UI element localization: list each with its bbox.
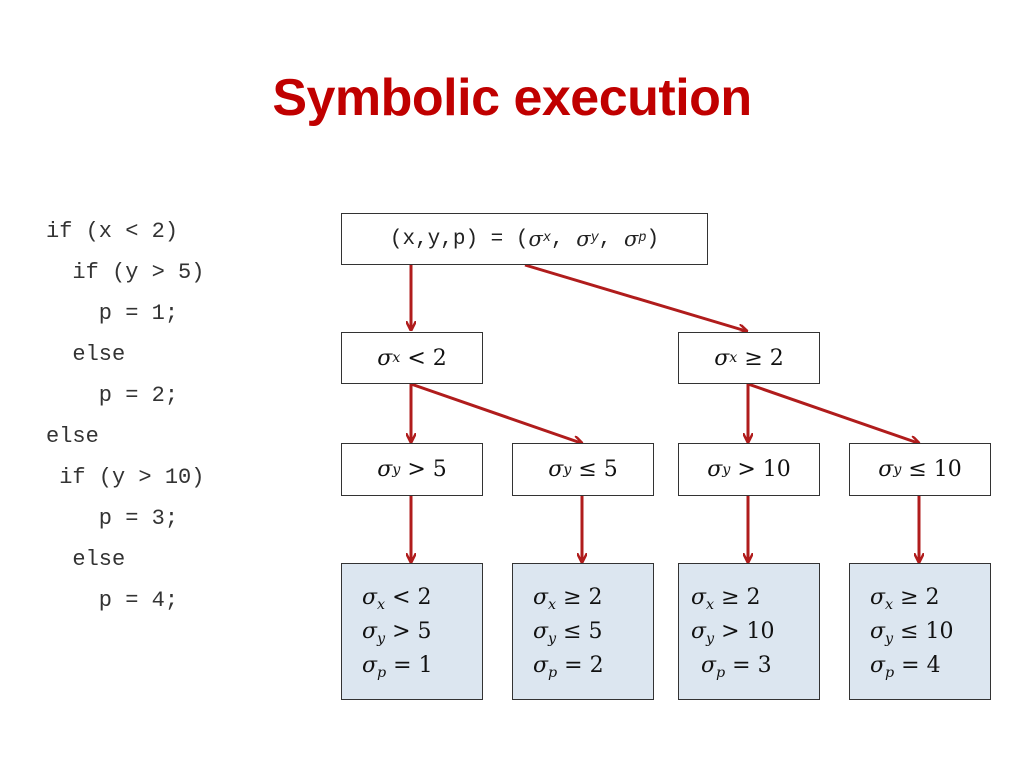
sigma-symbol: σ xyxy=(362,618,378,644)
condition-text: ≥ 2 xyxy=(714,584,761,610)
subscript: x xyxy=(377,596,386,613)
root-prefix: (x,y,p) = ( xyxy=(389,227,529,251)
subscript: x xyxy=(885,596,894,613)
condition-text: ≤ 5 xyxy=(571,457,618,482)
arrow-r1-to-l2d xyxy=(747,382,918,443)
leaf-line: σx ≥ 2 xyxy=(870,581,940,615)
leaf-path-condition-4: σx ≥ 2 σy ≤ 10 σp = 4 xyxy=(849,563,991,700)
sigma-symbol: σ xyxy=(533,652,549,678)
leaf-path-condition-3: σx ≥ 2 σy > 10 σp = 3 xyxy=(678,563,820,700)
sigma-symbol: σ xyxy=(691,618,707,644)
sigma-symbol: σ xyxy=(533,584,549,610)
leaf-line: σx ≥ 2 xyxy=(533,581,603,615)
condition-text: ≥ 2 xyxy=(556,584,603,610)
code-line: else xyxy=(46,342,126,367)
leaf-line: σp = 1 xyxy=(362,649,433,683)
subscript: p xyxy=(377,664,387,681)
code-line: if (y > 10) xyxy=(46,465,205,490)
code-line: p = 4; xyxy=(46,588,179,613)
leaf-line: σp = 3 xyxy=(691,649,772,683)
code-line: if (x < 2) xyxy=(46,219,179,244)
condition-text: = 1 xyxy=(386,652,433,678)
slide-title: Symbolic execution xyxy=(272,69,752,127)
code-line: else xyxy=(46,547,126,572)
code-line: p = 3; xyxy=(46,506,179,531)
code-line: else xyxy=(46,424,99,449)
leaf-line: σx < 2 xyxy=(362,581,432,615)
subscript: p xyxy=(716,664,726,681)
sigma-symbol: σ xyxy=(362,652,378,678)
subscript: y xyxy=(885,630,894,647)
code-line: p = 2; xyxy=(46,383,179,408)
separator: , xyxy=(551,227,577,251)
sigma-symbol: σ xyxy=(878,457,894,482)
sigma-symbol: σ xyxy=(533,618,549,644)
sigma-symbol: σ xyxy=(623,227,639,251)
subscript: y xyxy=(706,630,715,647)
leaf-line: σy > 5 xyxy=(362,615,432,649)
root-suffix: ) xyxy=(646,227,660,251)
leaf-line: σy ≤ 10 xyxy=(870,615,954,649)
leaf-line: σy > 10 xyxy=(691,615,775,649)
arrow-root-to-right xyxy=(524,263,746,331)
sigma-symbol: σ xyxy=(870,652,886,678)
sigma-symbol: σ xyxy=(870,584,886,610)
sigma-symbol: σ xyxy=(528,227,543,251)
condition-text: > 5 xyxy=(385,618,432,644)
sigma-symbol: σ xyxy=(691,584,707,610)
sigma-symbol: σ xyxy=(377,457,393,482)
sigma-symbol: σ xyxy=(362,584,378,610)
subscript: y xyxy=(377,630,386,647)
condition-text: ≤ 10 xyxy=(893,618,954,644)
leaf-line: σy ≤ 5 xyxy=(533,615,603,649)
separator: , xyxy=(598,227,624,251)
subscript: x xyxy=(548,596,557,613)
subscript: x xyxy=(706,596,715,613)
leaf-line: σx ≥ 2 xyxy=(691,581,761,615)
condition-text: = 2 xyxy=(557,652,604,678)
condition-text: ≤ 10 xyxy=(901,457,962,482)
code-line: p = 1; xyxy=(46,301,179,326)
leaf-path-condition-2: σx ≥ 2 σy ≤ 5 σp = 2 xyxy=(512,563,654,700)
subscript: y xyxy=(548,630,557,647)
subscript: p xyxy=(548,664,558,681)
sigma-symbol: σ xyxy=(870,618,886,644)
condition-text: < 2 xyxy=(385,584,432,610)
sigma-symbol: σ xyxy=(576,227,591,251)
condition-text: ≥ 2 xyxy=(893,584,940,610)
condition-text: = 4 xyxy=(894,652,941,678)
sigma-symbol: σ xyxy=(701,652,717,678)
sigma-symbol: σ xyxy=(707,457,723,482)
condition-text: > 5 xyxy=(400,457,447,482)
leaf-path-condition-1: σx < 2 σy > 5 σp = 1 xyxy=(341,563,483,700)
sigma-symbol: σ xyxy=(377,345,393,371)
code-line: if (y > 5) xyxy=(46,260,205,285)
arrow-l1-to-l2b xyxy=(410,382,581,443)
subscript: p xyxy=(885,664,895,681)
leaf-line: σp = 2 xyxy=(533,649,604,683)
condition-text: ≥ 2 xyxy=(737,345,784,371)
sigma-symbol: σ xyxy=(714,345,730,371)
condition-text: ≤ 5 xyxy=(556,618,603,644)
condition-text: = 3 xyxy=(725,652,772,678)
sigma-symbol: σ xyxy=(548,457,564,482)
condition-text: < 2 xyxy=(400,345,447,371)
condition-text: > 10 xyxy=(714,618,775,644)
leaf-line: σp = 4 xyxy=(870,649,941,683)
condition-text: > 10 xyxy=(730,457,791,482)
